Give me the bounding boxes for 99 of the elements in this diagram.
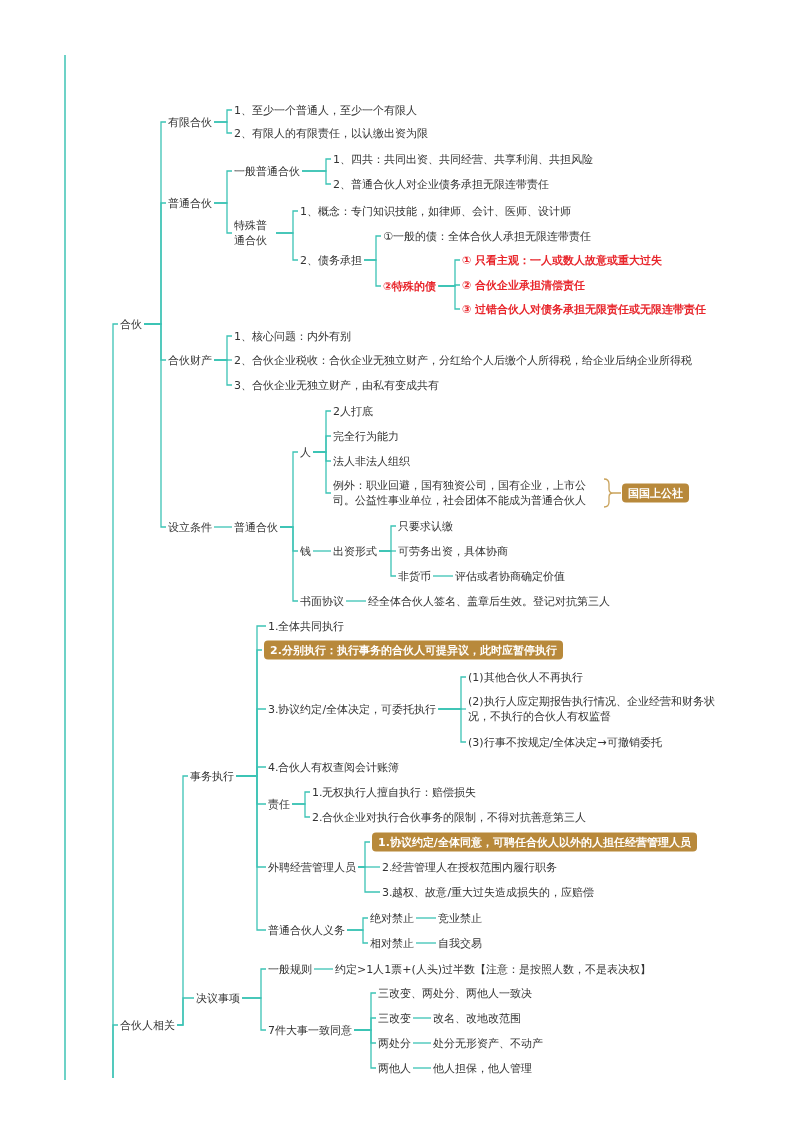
topic-text: 经全体合伙人签名、盖章后生效。登记对抗第三人 bbox=[368, 593, 610, 609]
topic-text: 两处分 bbox=[378, 1035, 411, 1051]
topic-text: 普通合伙 bbox=[234, 519, 278, 535]
branch-line bbox=[363, 259, 382, 287]
topic-text: (2)执行人应定期报告执行情况、企业经营和财务状况，不执行的合伙人有权监督 bbox=[468, 694, 718, 724]
topic-text: 事务执行 bbox=[190, 768, 234, 784]
topic-text: 7件大事一致同意 bbox=[268, 1022, 352, 1038]
topic-text: 3、合伙企业无独立财产，由私有变成共有 bbox=[234, 377, 439, 393]
topic-text: (1)其他合伙人不再执行 bbox=[468, 669, 583, 685]
topic-text: 人 bbox=[300, 444, 311, 460]
topic-text: 1、至少一个普通人，至少一个有限人 bbox=[234, 102, 417, 118]
topic-text: 自我交易 bbox=[438, 935, 482, 951]
topic-text: 责任 bbox=[268, 796, 290, 812]
branch-line bbox=[437, 708, 467, 743]
topic-text: 2、普通合伙人对企业债务承担无限连带责任 bbox=[333, 176, 549, 192]
topic-text: 一般规则 bbox=[268, 961, 312, 977]
topic-text: 出资形式 bbox=[333, 543, 377, 559]
highlight-box: 1.协议约定/全体同意，可聘任合伙人以外的人担任经营管理人员 bbox=[372, 832, 697, 852]
topic-text: 2.经营管理人在授权范围内履行职务 bbox=[382, 859, 558, 875]
topic-text: 3.越权、故意/重大过失造成损失的，应赔偿 bbox=[382, 884, 595, 900]
topic-text: 1、核心问题：内外有别 bbox=[234, 328, 351, 344]
topic-text: ②特殊的债 bbox=[383, 278, 437, 294]
topic-text: 普通合伙人义务 bbox=[268, 922, 345, 938]
branch-line bbox=[301, 170, 332, 185]
topic-text: 改名、改地改范围 bbox=[433, 1010, 521, 1026]
branch-line bbox=[415, 917, 437, 919]
topic-text: 2、债务承担 bbox=[300, 252, 362, 268]
topic-text: ② 合伙企业承担清偿责任 bbox=[462, 277, 586, 293]
topic-text: 绝对禁止 bbox=[370, 910, 414, 926]
branch-line bbox=[213, 121, 233, 134]
topic-text: 书面协议 bbox=[300, 593, 344, 609]
topic-text: 4.合伙人有权查阅会计账簿 bbox=[268, 759, 400, 775]
topic-text: ① 只看主观：一人或数人故意或重大过失 bbox=[462, 252, 663, 268]
topic-text: (3)行事不按规定/全体决定→可撤销委托 bbox=[468, 734, 662, 750]
topic-text: 2人打底 bbox=[333, 403, 373, 419]
topic-text: 1.无权执行人擅自执行：赔偿损失 bbox=[312, 784, 477, 800]
topic-text: 两他人 bbox=[378, 1060, 411, 1076]
topic-text: ①一般的债：全体合伙人承担无限连带责任 bbox=[383, 228, 591, 244]
branch-line bbox=[346, 929, 369, 944]
topic-text: 特殊普通合伙 bbox=[234, 218, 274, 248]
branch-line bbox=[143, 323, 167, 528]
topic-text: 2、合伙企业税收：合伙企业无独立财产，分红给个人后缴个人所得税，给企业后纳企业所得税 bbox=[234, 352, 692, 368]
topic-text: 处分无形资产、不动产 bbox=[433, 1035, 543, 1051]
branch-line bbox=[357, 866, 381, 893]
topic-text: 3.协议约定/全体决定，可委托执行 bbox=[268, 701, 437, 717]
branch-line bbox=[112, 1024, 119, 1079]
branch-line bbox=[176, 997, 195, 1026]
topic-text: 三改变 bbox=[378, 1010, 411, 1026]
branch-line bbox=[412, 1017, 432, 1019]
branch-line bbox=[432, 575, 454, 577]
branch-line bbox=[415, 942, 437, 944]
branch-line bbox=[412, 1042, 432, 1044]
highlight-box: 2.分别执行：执行事务的合伙人可提异议，此时应暂停执行 bbox=[264, 640, 563, 660]
topic-text: 有限合伙 bbox=[168, 114, 212, 130]
topic-text: 评估或者协商确定价值 bbox=[455, 568, 565, 584]
branch-line bbox=[345, 600, 367, 602]
topic-text: 钱 bbox=[300, 543, 311, 559]
topic-text: 例外：职业回避，国有独资公司，国有企业，上市公司。公益性事业单位，社会团体不能成为普通合伙人 bbox=[333, 478, 601, 508]
topic-text: 非货币 bbox=[398, 568, 431, 584]
highlight-box: 国国上公社 bbox=[622, 483, 689, 503]
topic-text: 相对禁止 bbox=[370, 935, 414, 951]
topic-text: 2.合伙企业对执行合伙事务的限制，不得对抗善意第三人 bbox=[312, 809, 587, 825]
topic-text: 可劳务出资，具体协商 bbox=[398, 543, 508, 559]
branch-line bbox=[291, 803, 311, 818]
topic-text: 合伙人相关 bbox=[120, 1017, 175, 1033]
branch-line bbox=[437, 285, 461, 310]
topic-text: 法人非法人组织 bbox=[333, 453, 410, 469]
branch-line bbox=[312, 451, 332, 494]
summary-brace bbox=[603, 478, 622, 508]
topic-text: 一般普通合伙 bbox=[234, 163, 300, 179]
branch-line bbox=[213, 359, 233, 386]
topic-text: 设立条件 bbox=[168, 519, 212, 535]
topic-text: 外聘经营管理人员 bbox=[268, 859, 356, 875]
topic-text: 三改变、两处分、两他人一致决 bbox=[378, 985, 532, 1001]
branch-line bbox=[213, 202, 233, 234]
branch-line bbox=[412, 1067, 432, 1069]
topic-text: 完全行为能力 bbox=[333, 428, 399, 444]
topic-text: 2、有限人的有限责任，以认缴出资为限 bbox=[234, 125, 428, 141]
topic-text: 决议事项 bbox=[196, 990, 240, 1006]
topic-text: 合伙 bbox=[120, 316, 142, 332]
branch-line bbox=[213, 526, 233, 528]
branch-line bbox=[279, 526, 299, 602]
topic-text: 1、四共：共同出资、共同经营、共享利润、共担风险 bbox=[333, 151, 593, 167]
branch-line bbox=[313, 968, 334, 970]
branch-line bbox=[241, 997, 267, 1031]
branch-line bbox=[353, 1029, 377, 1069]
topic-text: 合伙财产 bbox=[168, 352, 212, 368]
topic-text: 他人担保，他人管理 bbox=[433, 1060, 532, 1076]
topic-text: ③ 过错合伙人对债务承担无限责任或无限连带责任 bbox=[462, 301, 707, 317]
branch-line bbox=[312, 550, 332, 552]
branch-line bbox=[275, 232, 299, 261]
topic-text: 1、概念：专门知识技能，如律师、会计、医师、设计师 bbox=[300, 203, 571, 219]
topic-text: 约定>1人1票+(人头)过半数【注意：是按照人数，不是表决权】 bbox=[335, 961, 651, 977]
topic-text: 竞业禁止 bbox=[438, 910, 482, 926]
branch-line bbox=[378, 550, 397, 577]
topic-text: 1.全体共同执行 bbox=[268, 618, 345, 634]
topic-text: 只要求认缴 bbox=[398, 518, 453, 534]
branch-line bbox=[235, 775, 267, 931]
topic-text: 普通合伙 bbox=[168, 195, 212, 211]
